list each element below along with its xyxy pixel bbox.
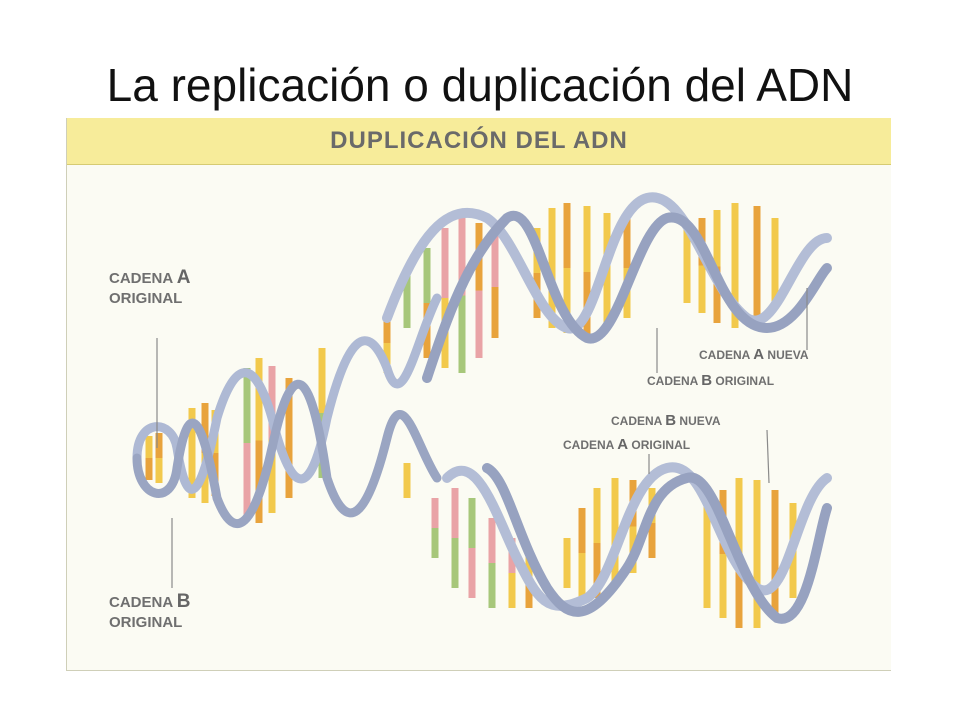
banner-title: DUPLICACIÓN DEL ADN (330, 127, 628, 154)
label-text: CADENA (109, 270, 177, 287)
slide-title: La replicación o duplicación del ADN (106, 59, 854, 111)
label-cadena-a-original: CADENA A ORIGINAL (109, 266, 191, 309)
dna-replication-figure: DUPLICACIÓN DEL ADN (66, 118, 891, 671)
label-text: NUEVA (764, 348, 809, 362)
upper-daughter-helix (382, 192, 832, 383)
label-text: ORIGINAL (712, 374, 775, 388)
label-letter: A (617, 436, 629, 453)
lower-daughter-helix (442, 462, 832, 624)
original-helix (132, 293, 442, 529)
label-cadena-a-nueva-top: CADENA A NUEVA (699, 346, 809, 365)
label-cadena-b-original-top: CADENA B ORIGINAL (647, 372, 774, 391)
label-text: CADENA (699, 348, 754, 362)
label-cadena-a-original-bottom: CADENA A ORIGINAL (563, 436, 690, 455)
label-cadena-b-nueva-bottom: CADENA B NUEVA (611, 412, 721, 431)
label-text: CADENA (563, 438, 618, 452)
label-letter: B (665, 412, 677, 429)
lower-strand-2 (482, 463, 832, 624)
figure-banner: DUPLICACIÓN DEL ADN (67, 118, 891, 165)
pointer-lines (156, 288, 808, 588)
label-letter: B (701, 372, 713, 389)
label-letter: A (753, 346, 765, 363)
strand-b-original (132, 379, 442, 529)
label-text: NUEVA (676, 414, 721, 428)
label-text: CADENA (611, 414, 666, 428)
label-letter: A (176, 267, 191, 288)
label-text: ORIGINAL (628, 438, 691, 452)
label-cadena-b-original: CADENA B ORIGINAL (109, 590, 191, 633)
label-text: CADENA (109, 594, 177, 611)
label-text: CADENA (647, 374, 702, 388)
label-text: ORIGINAL (109, 289, 183, 307)
label-text: ORIGINAL (109, 613, 183, 631)
dna-illustration (132, 192, 832, 628)
lower-strand-1 (442, 462, 832, 611)
upper-strand-2 (422, 210, 832, 383)
label-letter: B (176, 591, 191, 612)
